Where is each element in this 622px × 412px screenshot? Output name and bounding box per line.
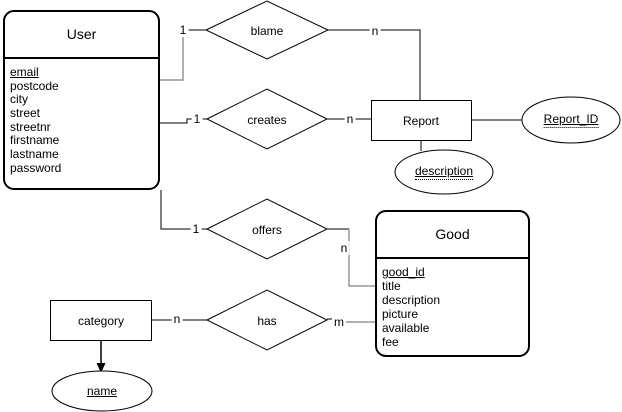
report-entity-box: [371, 100, 472, 141]
offers-diamond: [205, 198, 329, 260]
cardinality-creates-user: 1: [191, 112, 203, 126]
cardinality-blame-user: 1: [177, 23, 189, 37]
entity-attribute: street: [10, 106, 41, 121]
entity-attribute: firstname: [10, 133, 60, 148]
entity-attribute: good_id: [382, 265, 425, 279]
category-name-arrowhead-icon: [96, 363, 106, 373]
entity-attribute: title: [382, 279, 401, 293]
entity-attribute: email: [10, 65, 39, 79]
entity-attribute: fee: [382, 335, 399, 349]
category-box: [50, 300, 152, 341]
connector-blame-user-muted: [160, 30, 184, 81]
description-ellipse: [394, 149, 494, 195]
name-text: name: [86, 384, 118, 398]
user-entity-title: User: [66, 26, 97, 42]
good-entity-title: Good: [435, 226, 470, 242]
cardinality-has-good: m: [332, 315, 346, 329]
category-label: category: [77, 314, 125, 328]
blame-diamond: [204, 0, 330, 60]
user-attribute-list: email postcode city street streetnr firs…: [10, 65, 62, 176]
creates-relationship-label: creates: [247, 113, 287, 127]
good-entity-box: [375, 210, 530, 357]
good-attribute-list: good_id title description picture availa…: [382, 265, 440, 349]
report-id-attribute-label: Report_ID: [543, 112, 599, 128]
report-entity-title: Report: [402, 114, 440, 128]
creates-diamond: [205, 88, 329, 150]
report-id-ellipse: [521, 96, 621, 144]
name-attribute-label: name: [87, 385, 117, 397]
description-attribute-label: description: [414, 164, 474, 180]
offers-relationship-label: offers: [252, 223, 282, 237]
report-id-text: Report_ID: [543, 112, 599, 128]
cardinality-offers-user: 1: [190, 222, 202, 236]
connector-blame-report: [328, 29, 421, 100]
entity-attribute: streetnr: [10, 119, 51, 134]
user-entity-box: [3, 10, 160, 190]
entity-attribute: city: [10, 92, 28, 107]
entity-attribute: password: [10, 160, 62, 175]
cardinality-offers-good: n: [338, 241, 350, 255]
cardinality-creates-report: n: [344, 112, 356, 126]
cardinality-blame-report: n: [369, 24, 381, 38]
entity-attribute: available: [382, 321, 430, 335]
entity-attribute: postcode: [10, 78, 59, 93]
has-relationship-label: has: [257, 314, 277, 328]
entity-attribute: picture: [382, 307, 419, 321]
connector-offers-good-muted: [348, 229, 375, 287]
cardinality-has-category: n: [171, 312, 183, 326]
name-ellipse: [51, 370, 153, 412]
blame-relationship-label: blame: [250, 24, 284, 38]
entity-attribute: lastname: [10, 147, 59, 162]
description-text: description: [414, 164, 474, 180]
entity-attribute: description: [382, 293, 441, 307]
has-diamond: [205, 289, 329, 351]
